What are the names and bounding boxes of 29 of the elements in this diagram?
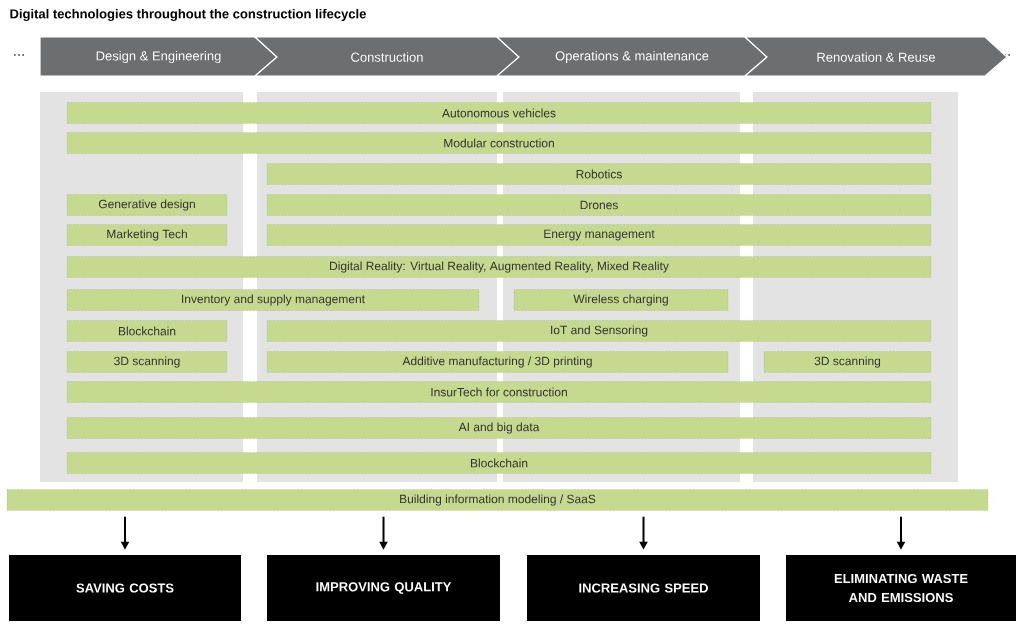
technology-bar: IoT and Sensoring (266, 320, 932, 342)
technology-bar: AI and big data (66, 417, 932, 439)
technology-bar: Energy management (266, 224, 932, 246)
technology-bar: Inventory and supply management (66, 289, 480, 311)
technology-bar: Robotics (266, 163, 932, 185)
technology-bar: Building information modeling / SaaS (6, 489, 989, 511)
technology-bar: Autonomous vehicles (66, 102, 932, 124)
ellipsis: … (14, 54, 24, 56)
technology-bar: InsurTech for construction (66, 381, 932, 403)
technology-bar: Blockchain (66, 452, 932, 474)
phase-header: Operations & maintenance (495, 36, 768, 77)
technology-bar: Drones (266, 194, 932, 216)
technology-bar: Wireless charging (513, 289, 729, 311)
phase-header: Construction (253, 36, 520, 77)
phase-header: Design & Engineering (39, 36, 278, 77)
technology-bar: Marketing Tech (66, 224, 228, 246)
technology-bar: Blockchain (66, 320, 228, 342)
title: Digital technologies throughout the construction lifecycle (10, 8, 366, 22)
technology-bar: Additive manufacturing / 3D printing (266, 351, 729, 373)
outcome-box: SAVING COSTS (9, 555, 241, 621)
node-label: Renovation & Reuse (817, 52, 936, 62)
outcome-box: IMPROVING QUALITY (267, 555, 500, 621)
technology-bar: Modular construction (66, 132, 932, 154)
technology-bar: 3D scanning (66, 351, 228, 373)
outcome-box: INCREASING SPEED (527, 555, 760, 621)
technology-bar: 3D scanning (763, 351, 932, 373)
technology-bar: Digital Reality: Virtual Reality, Augmented Reality, Mixed Reality (66, 256, 932, 278)
outcome-box: ELIMINATING WASTE AND EMISSIONS (786, 555, 1016, 621)
technology-bar: Generative design (66, 194, 228, 216)
